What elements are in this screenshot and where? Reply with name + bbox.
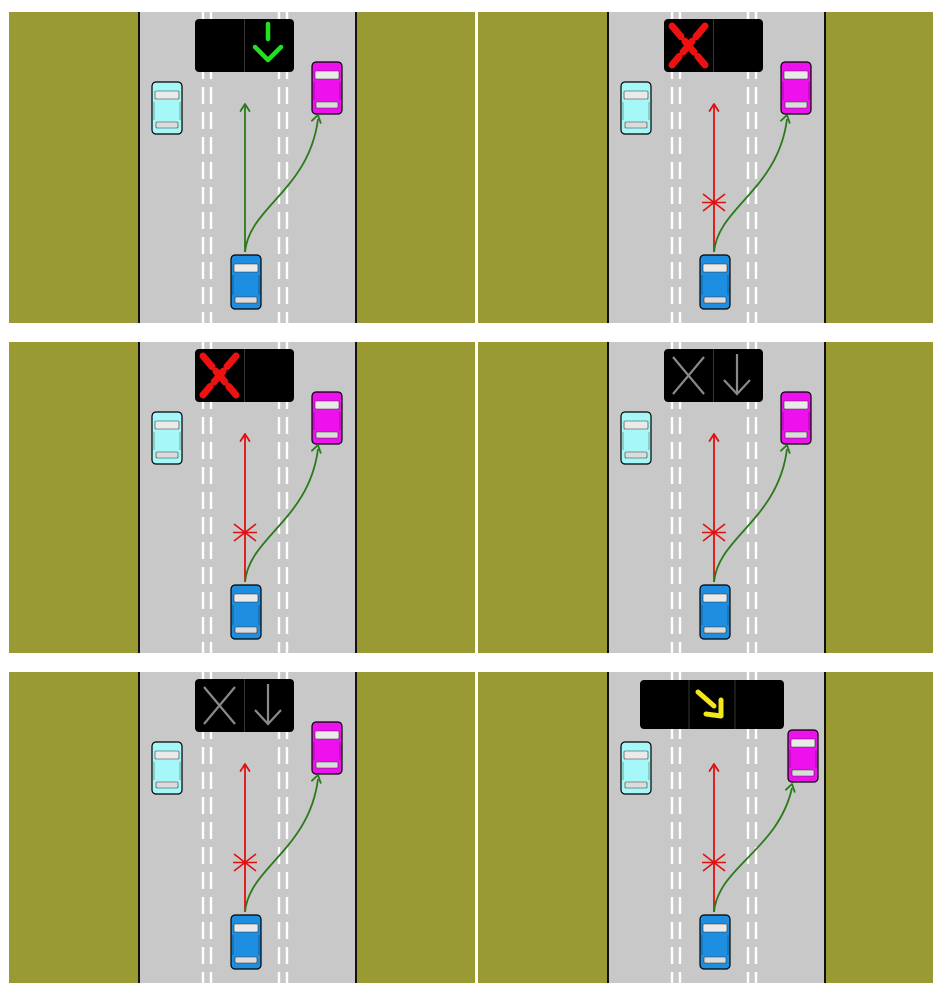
diagram-panel-6 xyxy=(478,672,933,983)
diagram-panel-5 xyxy=(9,672,475,983)
straight-path-forbidden xyxy=(233,763,257,912)
own-car xyxy=(699,584,731,640)
diagram-svg xyxy=(478,342,933,653)
straight-path-forbidden xyxy=(233,433,257,582)
straight-path-allowed xyxy=(239,103,251,252)
straight-path-forbidden xyxy=(702,103,726,252)
vehicle-paths xyxy=(702,763,796,913)
vehicle-paths xyxy=(702,433,791,583)
own-car xyxy=(699,914,731,970)
forbidden-cross-icon xyxy=(702,853,726,872)
right-lane-car xyxy=(311,721,343,775)
lane-control-signal xyxy=(195,349,294,402)
forbidden-cross-icon xyxy=(702,523,726,542)
left-lane-car xyxy=(620,81,652,135)
forbidden-cross-icon xyxy=(233,523,257,542)
lane-control-signal xyxy=(640,680,784,729)
lane-control-signal xyxy=(664,349,763,402)
left-lane-car xyxy=(151,741,183,795)
vehicle-paths xyxy=(702,103,791,253)
left-lane-car xyxy=(151,411,183,465)
vehicle-paths xyxy=(239,103,322,253)
red-x-icon xyxy=(199,352,240,399)
straight-path-forbidden xyxy=(702,433,726,582)
left-lane-car xyxy=(151,81,183,135)
lane-change-path-allowed xyxy=(713,114,791,253)
right-lane-car xyxy=(780,391,812,445)
diagram-svg xyxy=(478,12,933,323)
lane-control-signal xyxy=(195,19,294,72)
own-car xyxy=(230,584,262,640)
lane-change-path-allowed xyxy=(713,444,791,583)
diagram-panel-4 xyxy=(478,342,933,653)
right-lane-car xyxy=(311,61,343,115)
gray-down-arrow-icon xyxy=(254,684,282,726)
own-car xyxy=(230,254,262,310)
lane-change-path-allowed xyxy=(244,774,322,913)
diagram-svg xyxy=(478,672,933,983)
diagram-svg xyxy=(9,342,475,653)
own-car xyxy=(230,914,262,970)
right-lane-car xyxy=(780,61,812,115)
diagram-panel-3 xyxy=(9,342,475,653)
forbidden-cross-icon xyxy=(233,853,257,872)
lane-change-path-allowed xyxy=(713,783,796,913)
lane-change-path-allowed xyxy=(244,114,322,253)
green-down-arrow-icon xyxy=(252,21,284,63)
lane-control-signal xyxy=(664,19,763,72)
diagram-panel-2 xyxy=(478,12,933,323)
vehicle-paths xyxy=(233,433,322,583)
gray-down-arrow-icon xyxy=(723,354,751,396)
left-lane-car xyxy=(620,741,652,795)
gray-x-icon xyxy=(203,686,236,725)
own-car xyxy=(699,254,731,310)
vehicle-paths xyxy=(233,763,322,913)
diagram-svg xyxy=(9,12,475,323)
left-lane-car xyxy=(620,411,652,465)
lane-change-path-allowed xyxy=(244,444,322,583)
straight-path-forbidden xyxy=(702,763,726,912)
lane-control-signal xyxy=(195,679,294,732)
diagram-panel-1 xyxy=(9,12,475,323)
yellow-diagonal-arrow-icon xyxy=(695,689,724,719)
right-lane-car xyxy=(311,391,343,445)
red-x-icon xyxy=(668,22,709,69)
forbidden-cross-icon xyxy=(702,193,726,212)
diagram-svg xyxy=(9,672,475,983)
gray-x-icon xyxy=(672,356,705,395)
right-lane-car xyxy=(787,729,819,783)
